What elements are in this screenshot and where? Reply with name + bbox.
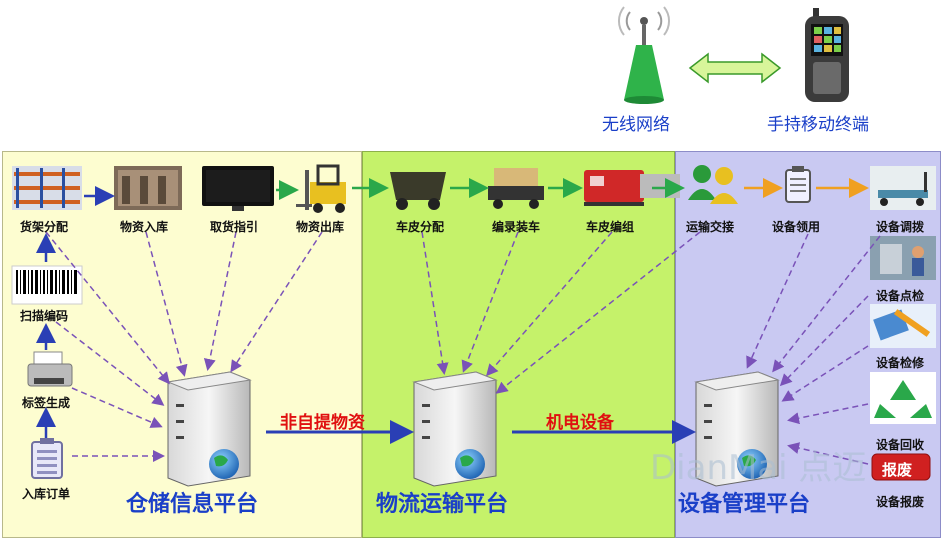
handheld-terminal-icon bbox=[805, 8, 849, 102]
wireless-tower-icon bbox=[617, 6, 671, 104]
flow-label-electromech: 机电设备 bbox=[546, 413, 614, 433]
hand-truck-icon bbox=[870, 166, 936, 210]
recycle-icon bbox=[870, 372, 936, 424]
wireless-network-label: 无线网络 bbox=[602, 115, 670, 135]
label-equip-transfer: 设备调拨 bbox=[876, 220, 925, 234]
watermark: DianMai 点迈 bbox=[650, 448, 867, 488]
label-equip-inspect: 设备点检 bbox=[876, 289, 925, 303]
scrap-badge-icon bbox=[871, 453, 931, 481]
label-scan-code: 扫描编码 bbox=[20, 309, 69, 323]
warehouse-stock-in-icon bbox=[114, 166, 182, 210]
people-handover-icon bbox=[688, 165, 738, 204]
handheld-terminal-label: 手持移动终端 bbox=[767, 115, 869, 135]
server-logistics-icon bbox=[412, 371, 498, 487]
label-pick-guide: 取货指引 bbox=[210, 220, 259, 234]
printer-icon bbox=[27, 351, 73, 387]
barcode-icon bbox=[11, 265, 83, 305]
label-shelf: 货架分配 bbox=[20, 220, 69, 234]
label-label-gen: 标签生成 bbox=[22, 396, 71, 410]
server-warehouse-icon bbox=[166, 371, 252, 487]
shelf-icon bbox=[12, 166, 82, 210]
label-order-in: 入库订单 bbox=[22, 487, 71, 501]
equipment-platform-title: 设备管理平台 bbox=[678, 492, 811, 517]
label-stock-out: 物资出库 bbox=[296, 220, 345, 234]
label-equip-repair: 设备检修 bbox=[876, 356, 925, 370]
label-belt-assign: 车皮分配 bbox=[396, 220, 445, 234]
label-transport-handover: 运输交接 bbox=[686, 220, 735, 234]
label-equip-recycle: 设备回收 bbox=[876, 438, 925, 452]
inspect-photo-icon bbox=[870, 236, 936, 280]
forklift-icon bbox=[296, 164, 346, 213]
order-clipboard-icon bbox=[31, 438, 63, 479]
server-equipment-icon bbox=[694, 371, 780, 487]
label-record-load: 编录装车 bbox=[492, 220, 541, 234]
logistics-flow-arrows bbox=[276, 178, 685, 200]
scrap-badge-text: 报废 bbox=[882, 461, 913, 479]
label-equip-claim: 设备领用 bbox=[772, 220, 821, 234]
label-belt-group: 车皮编组 bbox=[586, 220, 635, 234]
tools-repair-icon bbox=[870, 304, 936, 348]
flow-label-non-self-pickup: 非自提物资 bbox=[280, 413, 365, 433]
double-arrow-icon bbox=[688, 52, 782, 84]
warehouse-platform-title: 仓储信息平台 bbox=[126, 492, 259, 517]
dashed-data-arrows bbox=[45, 231, 881, 465]
label-equip-scrap: 设备报废 bbox=[876, 495, 925, 509]
warehouse-flow-arrows bbox=[36, 186, 115, 438]
claim-clipboard-icon bbox=[785, 166, 811, 203]
logistics-platform-title: 物流运输平台 bbox=[376, 492, 509, 517]
mine-cart-icon bbox=[390, 172, 446, 210]
loaded-cart-icon bbox=[488, 168, 544, 209]
monitor-icon bbox=[202, 166, 274, 211]
label-stock-in: 物资入库 bbox=[120, 220, 169, 234]
